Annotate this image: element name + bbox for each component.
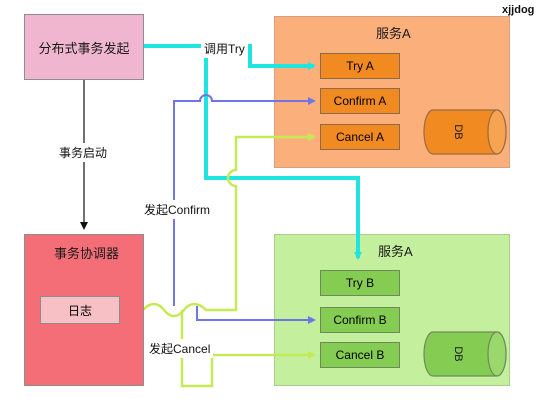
confirm-b-label: Confirm B [333, 313, 387, 327]
send-cancel-label: 发起Cancel [146, 339, 214, 358]
cancel-b-label: Cancel B [335, 348, 385, 362]
cancel-b-box: Cancel B [320, 342, 400, 368]
try-a-arrow [144, 44, 316, 70]
log-label: 日志 [67, 303, 92, 318]
try-a-box: Try A [320, 53, 400, 79]
confirm-a-arrow [173, 94, 316, 306]
try-a-label: Try A [346, 59, 374, 73]
db-a-label: DB [452, 124, 464, 140]
try-b-arrow [204, 46, 362, 260]
transaction-initiator-box: 分布式事务发起 [24, 14, 144, 80]
service-a-title: 服务A [376, 26, 411, 41]
try-b-box: Try B [320, 270, 400, 296]
db-b-cylinder [423, 331, 507, 377]
coordinator-label: 事务协调器 [54, 246, 120, 261]
confirm-b-arrow [196, 306, 316, 324]
cancel-a-box: Cancel A [320, 124, 400, 150]
cancel-a-label: Cancel A [335, 130, 385, 144]
service-b-title: 服务A [378, 244, 413, 259]
log-box: 日志 [40, 296, 120, 324]
confirm-a-box: Confirm A [320, 88, 400, 114]
initiator-label: 分布式事务发起 [38, 40, 130, 56]
try-b-label: Try B [345, 276, 375, 290]
cancel-a-arrow [142, 133, 316, 318]
confirm-b-box: Confirm B [320, 307, 400, 333]
send-confirm-label: 发起Confirm [141, 200, 214, 219]
start-transaction-label: 事务启动 [56, 143, 111, 162]
confirm-a-label: Confirm A [333, 94, 387, 108]
db-a-cylinder [423, 109, 507, 155]
call-try-label: 调用Try [201, 39, 248, 58]
cancel-b-arrow [180, 310, 316, 388]
db-b-label: DB [452, 346, 464, 362]
watermark: xjjdog [502, 4, 535, 16]
